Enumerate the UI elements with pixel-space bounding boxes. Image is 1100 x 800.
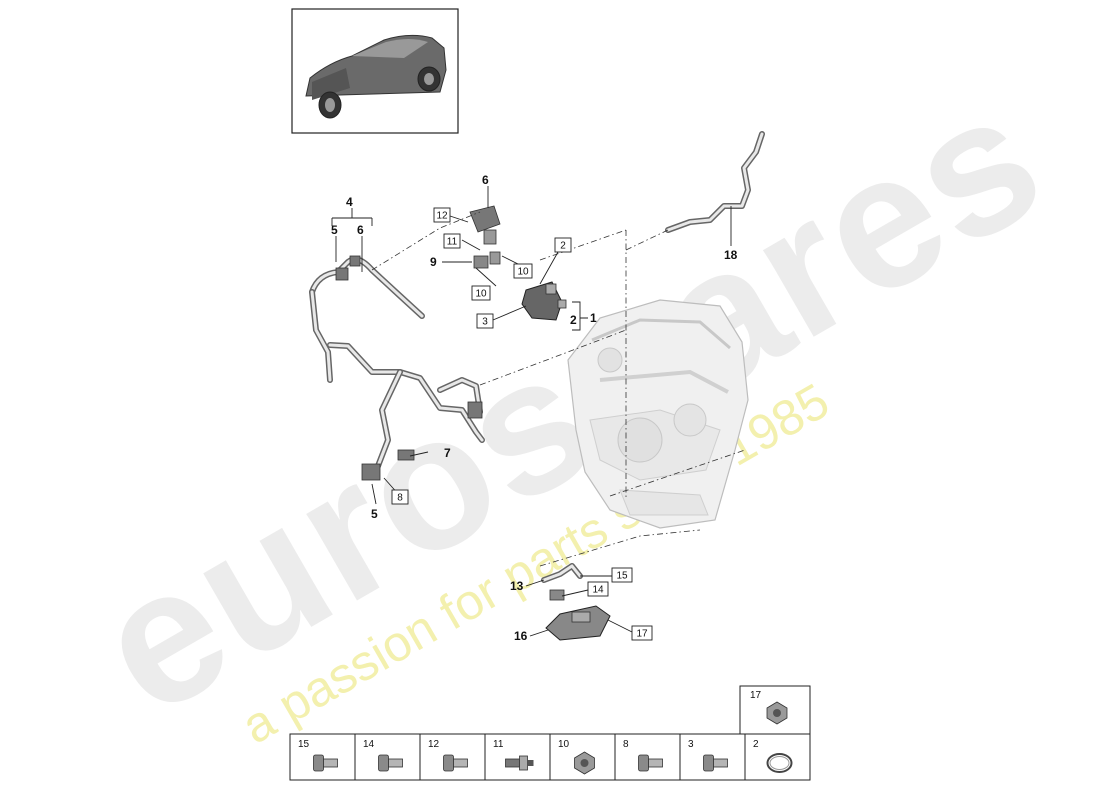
- vehicle-thumbnail: [291, 8, 459, 134]
- table-cell-number: 15: [298, 739, 310, 750]
- valve-part-16: [545, 605, 611, 641]
- table-cell-number: 8: [623, 739, 629, 750]
- reference-lines: [371, 211, 746, 567]
- callout-2: 2: [570, 313, 577, 327]
- callout-13: 13: [510, 579, 524, 593]
- callout-6: 6: [482, 173, 489, 187]
- coolant-hose-assembly: [309, 255, 485, 481]
- box-ref-14: 14: [592, 585, 604, 596]
- table-cell: 10: [549, 733, 616, 781]
- callout-5: 5: [331, 223, 338, 237]
- table-cell-number: 14: [363, 739, 375, 750]
- callout-numbers: 4 5 6 6 9 2 1 7 5 18 13 16: [331, 173, 738, 643]
- callout-16: 16: [514, 629, 528, 643]
- pipe-part-13: [541, 563, 583, 601]
- callout-4: 4: [346, 195, 353, 209]
- callout-9: 9: [430, 255, 437, 269]
- table-cell-number: 2: [753, 739, 759, 750]
- box-ref-11: 11: [447, 237, 458, 248]
- table-cell: 2: [744, 733, 811, 781]
- table-cell-number: 10: [558, 739, 570, 750]
- table-cell-number: 11: [493, 739, 504, 750]
- engine-block: [567, 299, 749, 529]
- table-cell: 12: [419, 733, 486, 781]
- box-ref-3: 3: [482, 317, 488, 328]
- box-ref-15: 15: [616, 571, 628, 582]
- watermark: eurospares a passion for parts since 198…: [65, 50, 1075, 756]
- callout-7: 7: [444, 446, 451, 460]
- table-cell: 11: [484, 733, 551, 781]
- table-top-cell-number: 17: [750, 690, 762, 701]
- box-ref-17: 17: [636, 629, 648, 640]
- box-ref-10: 10: [517, 267, 529, 278]
- connector-part-9: [473, 251, 501, 269]
- table-cell: 3: [679, 733, 746, 781]
- box-ref-2: 2: [560, 241, 566, 252]
- callout-18: 18: [724, 248, 738, 262]
- electric-pump-part-1: [521, 281, 567, 321]
- box-ref-8: 8: [397, 493, 403, 504]
- fastener-table: 17 15 14 12 11 10 8 3 2: [289, 685, 811, 781]
- table-cell: 14: [354, 733, 421, 781]
- table-cell: 15: [289, 733, 356, 781]
- watermark-brand: eurospares: [65, 50, 1075, 756]
- callout-6: 6: [357, 223, 364, 237]
- table-cell-number: 12: [428, 739, 440, 750]
- table-cell: 8: [614, 733, 681, 781]
- box-ref-10: 10: [475, 289, 487, 300]
- callout-1: 1: [590, 311, 597, 325]
- coolant-pipe-part-6: [469, 205, 501, 245]
- boxed-references: 12 11 10 10 2 3 8 15 14 17: [391, 207, 653, 641]
- table-cell-number: 3: [688, 739, 694, 750]
- callout-5: 5: [371, 507, 378, 521]
- box-ref-12: 12: [436, 211, 448, 222]
- table-cell-border: [484, 733, 551, 781]
- coolant-line-part-18: [665, 131, 765, 233]
